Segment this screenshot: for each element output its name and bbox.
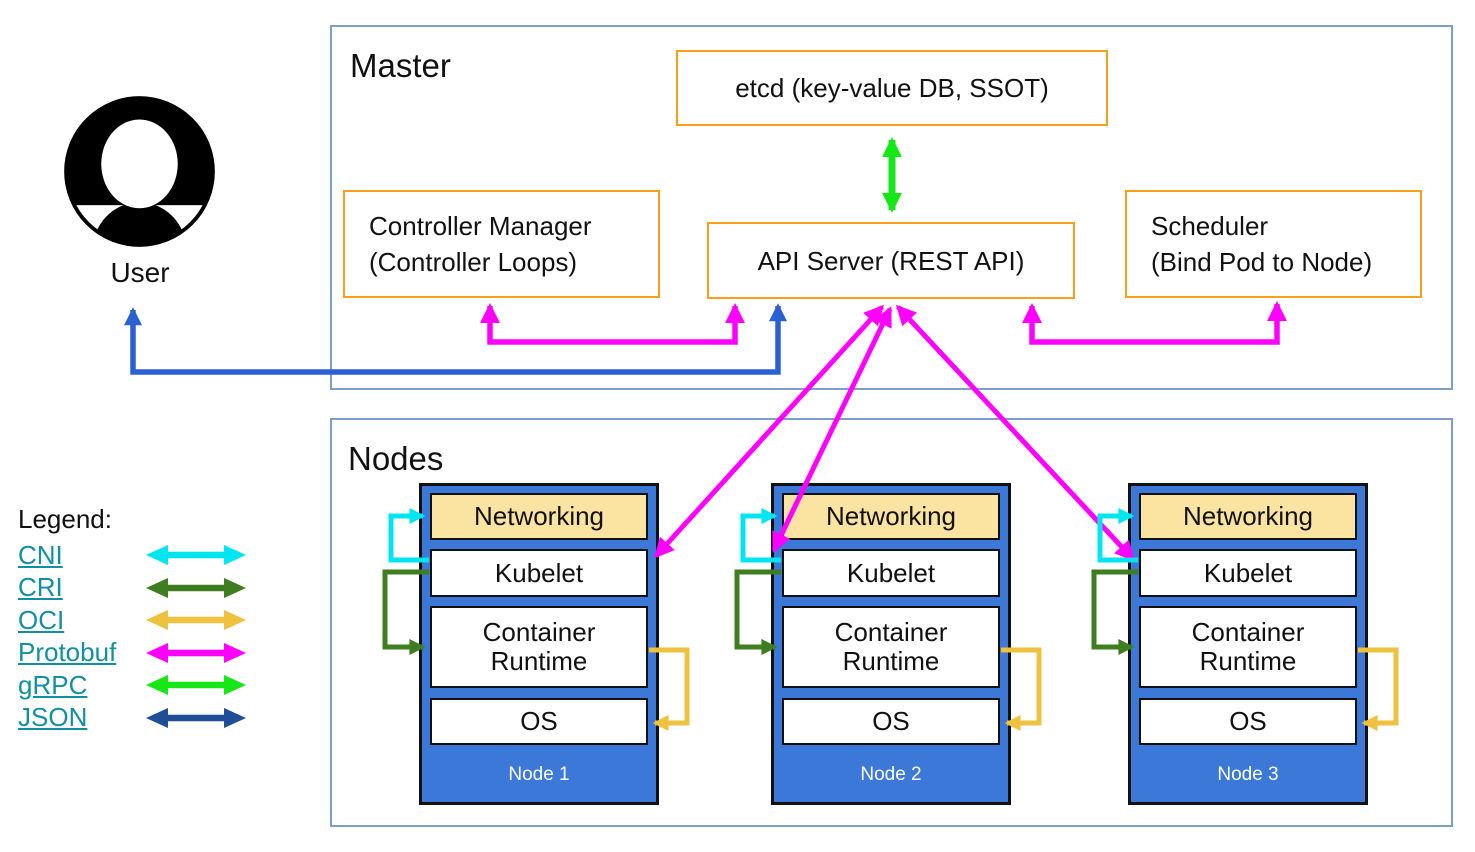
etcd-box: etcd (key-value DB, SSOT) — [676, 50, 1108, 126]
grpc-arrow-icon — [146, 675, 246, 696]
node-2-label: Node 2 — [860, 764, 922, 785]
node-2-container-runtime-box: Container Runtime — [782, 606, 1000, 688]
legend-link-oci[interactable]: OCI — [18, 604, 65, 635]
legend-link-cni[interactable]: CNI — [18, 539, 63, 570]
oci-arrow-icon — [146, 610, 246, 631]
node-1-label: Node 1 — [508, 764, 570, 785]
node-1: Networking Kubelet Container Runtime OS … — [419, 483, 659, 805]
node-3-label: Node 3 — [1217, 764, 1279, 785]
legend-link-protobuf[interactable]: Protobuf — [18, 637, 117, 668]
json-arrow-icon — [146, 707, 246, 728]
nodes-title: Nodes — [348, 440, 444, 477]
legend-item-grpc: gRPC — [18, 669, 288, 702]
node-2-networking-box: Networking — [782, 493, 1000, 540]
legend-link-grpc[interactable]: gRPC — [18, 669, 88, 700]
node-3-networking-box: Networking — [1139, 493, 1357, 540]
scheduler-box: Scheduler (Bind Pod to Node) — [1125, 190, 1422, 298]
node-1-kubelet-box: Kubelet — [430, 549, 648, 597]
controller-manager-box: Controller Manager (Controller Loops) — [343, 190, 660, 298]
user-label: User — [110, 257, 170, 288]
node-1-os-box: OS — [430, 698, 648, 745]
legend-link-json[interactable]: JSON — [18, 702, 88, 733]
node-3-kubelet-box: Kubelet — [1139, 549, 1357, 597]
cni-arrow-icon — [146, 545, 246, 566]
node-2-kubelet-box: Kubelet — [782, 549, 1000, 597]
node-3-container-runtime-box: Container Runtime — [1139, 606, 1357, 688]
legend-item-json: JSON — [18, 702, 288, 735]
node-3-os-box: OS — [1139, 698, 1357, 745]
legend: Legend: CNI CRI OCI Protobuf gRPC JSON — [18, 504, 288, 734]
node-2: Networking Kubelet Container Runtime OS … — [771, 483, 1011, 805]
legend-item-protobuf: Protobuf — [18, 637, 288, 670]
legend-title: Legend: — [18, 504, 112, 534]
controller-manager-line2: (Controller Loops) — [369, 247, 578, 277]
node-1-networking-box: Networking — [430, 493, 648, 540]
scheduler-line2: (Bind Pod to Node) — [1151, 247, 1373, 277]
legend-item-cri: CRI — [18, 572, 288, 605]
controller-manager-line1: Controller Manager — [369, 211, 592, 241]
legend-item-oci: OCI — [18, 604, 288, 637]
legend-item-cni: CNI — [18, 539, 288, 572]
api-server-box: API Server (REST API) — [707, 222, 1075, 299]
node-2-os-box: OS — [782, 698, 1000, 745]
cri-arrow-icon — [146, 577, 246, 598]
master-title: Master — [350, 47, 451, 84]
node-1-container-runtime-box: Container Runtime — [430, 606, 648, 688]
protobuf-arrow-icon — [146, 642, 246, 663]
legend-link-cri[interactable]: CRI — [18, 572, 63, 603]
user-avatar-icon — [64, 96, 215, 247]
scheduler-line1: Scheduler — [1151, 211, 1269, 241]
node-3: Networking Kubelet Container Runtime OS … — [1128, 483, 1368, 805]
